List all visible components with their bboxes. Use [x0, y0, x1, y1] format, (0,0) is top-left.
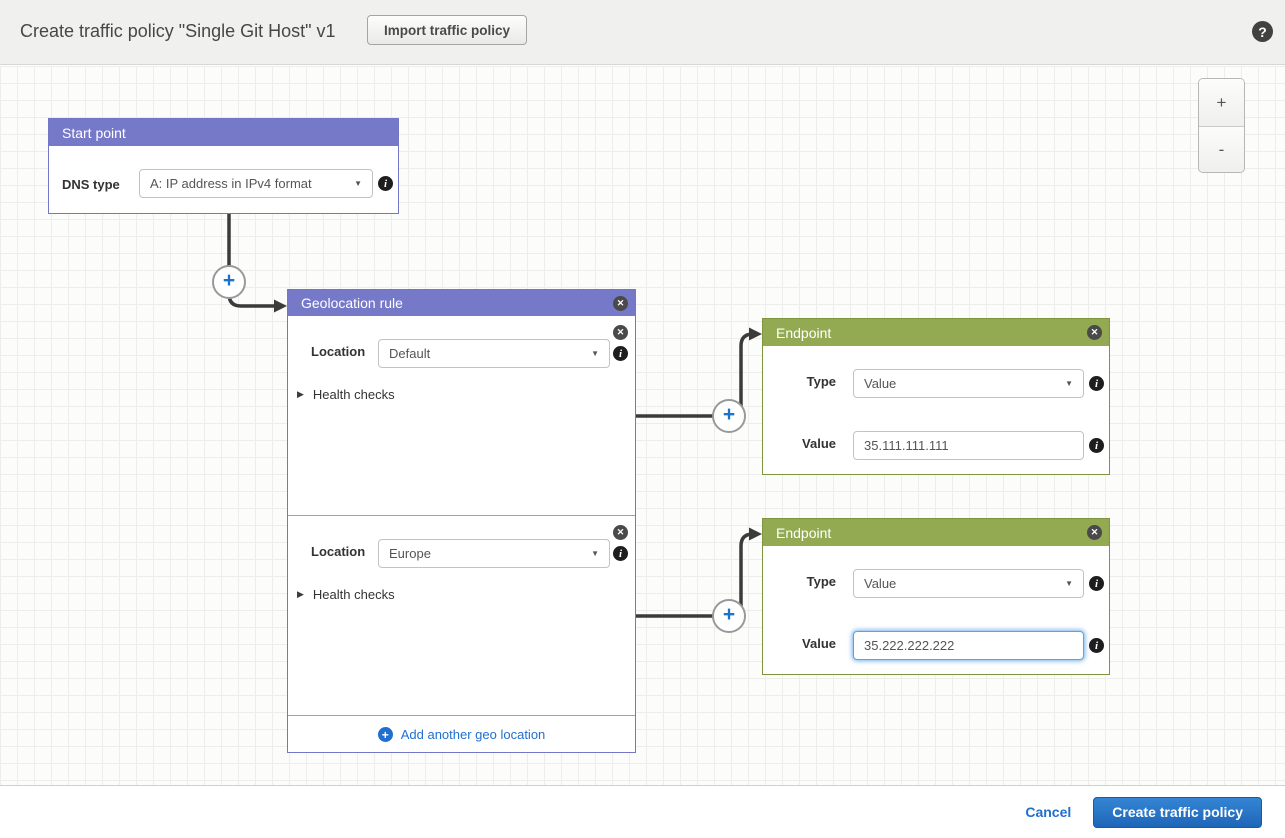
endpoint-type-selected-value: Value — [864, 576, 897, 591]
geo-section-default: ✕ Location Default ▼ i ▶ Health checks — [288, 316, 635, 515]
expander-triangle-icon: ▶ — [297, 389, 304, 399]
create-traffic-policy-button[interactable]: Create traffic policy — [1093, 796, 1262, 828]
location-info-icon[interactable]: i — [613, 346, 628, 361]
dns-type-label: DNS type — [62, 177, 120, 192]
add-rule-connector-button[interactable]: + — [212, 265, 246, 299]
dns-type-info-icon[interactable]: i — [378, 176, 393, 191]
dns-type-selected-value: A: IP address in IPv4 format — [150, 176, 312, 191]
close-icon[interactable]: ✕ — [1087, 325, 1102, 340]
endpoint-header: Endpoint ✕ — [763, 519, 1109, 546]
endpoint-value-input-focused[interactable] — [853, 631, 1084, 660]
chevron-down-icon: ▼ — [1065, 379, 1073, 388]
canvas-zoom-controls: + - — [1198, 78, 1245, 173]
geolocation-rule-header: Geolocation rule ✕ — [288, 290, 635, 316]
close-icon[interactable]: ✕ — [1087, 525, 1102, 540]
location-selected-value: Europe — [389, 546, 431, 561]
plus-icon: + — [377, 727, 393, 742]
chevron-down-icon: ▼ — [354, 179, 362, 188]
type-label: Type — [806, 574, 836, 589]
close-icon[interactable]: ✕ — [613, 525, 628, 540]
endpoint-header: Endpoint ✕ — [763, 319, 1109, 346]
endpoint-node-2: Endpoint ✕ Type Value ▼ i Value i — [762, 518, 1110, 675]
value-info-icon[interactable]: i — [1089, 438, 1104, 453]
dns-type-select[interactable]: A: IP address in IPv4 format ▼ — [139, 169, 373, 198]
type-label: Type — [806, 374, 836, 389]
chevron-down-icon: ▼ — [1065, 579, 1073, 588]
geo-section-europe: ✕ Location Europe ▼ i ▶ Health checks — [288, 515, 635, 715]
close-icon[interactable]: ✕ — [613, 296, 628, 311]
endpoint-type-selected-value: Value — [864, 376, 897, 391]
expander-triangle-icon: ▶ — [297, 589, 304, 599]
endpoint-title: Endpoint — [776, 524, 832, 541]
value-label: Value — [802, 636, 836, 651]
start-point-title: Start point — [62, 124, 126, 141]
geolocation-rule-node: Geolocation rule ✕ ✕ Location Default ▼ … — [287, 289, 636, 753]
endpoint-type-select[interactable]: Value ▼ — [853, 369, 1084, 398]
zoom-out-button[interactable]: - — [1199, 126, 1244, 172]
endpoint-type-select[interactable]: Value ▼ — [853, 569, 1084, 598]
type-info-icon[interactable]: i — [1089, 576, 1104, 591]
chevron-down-icon: ▼ — [591, 349, 599, 358]
value-label: Value — [802, 436, 836, 451]
health-checks-expander[interactable]: ▶ Health checks — [297, 587, 395, 602]
geolocation-rule-title: Geolocation rule — [301, 295, 403, 311]
add-geo-location-link[interactable]: + Add another geo location — [288, 715, 635, 753]
zoom-in-button[interactable]: + — [1199, 79, 1244, 126]
cancel-link[interactable]: Cancel — [1025, 804, 1072, 820]
location-select[interactable]: Default ▼ — [378, 339, 610, 368]
location-select[interactable]: Europe ▼ — [378, 539, 610, 568]
location-info-icon[interactable]: i — [613, 546, 628, 561]
action-bar: Cancel Create traffic policy — [0, 785, 1285, 838]
location-selected-value: Default — [389, 346, 431, 361]
start-point-header: Start point — [49, 119, 398, 146]
endpoint-title: Endpoint — [776, 324, 832, 341]
location-label: Location — [311, 544, 366, 559]
add-endpoint-connector-button[interactable]: + — [712, 599, 746, 633]
health-checks-label: Health checks — [312, 387, 395, 402]
start-point-node: Start point DNS type A: IP address in IP… — [48, 118, 399, 214]
import-traffic-policy-button[interactable]: Import traffic policy — [367, 15, 528, 45]
help-icon[interactable]: ? — [1252, 21, 1273, 42]
topbar: Create traffic policy "Single Git Host" … — [0, 0, 1285, 65]
endpoint-node-1: Endpoint ✕ Type Value ▼ i Value i — [762, 318, 1110, 475]
close-icon[interactable]: ✕ — [613, 325, 628, 340]
health-checks-expander[interactable]: ▶ Health checks — [297, 387, 395, 402]
type-info-icon[interactable]: i — [1089, 376, 1104, 391]
endpoint-value-input[interactable] — [853, 431, 1084, 460]
add-geo-location-label: Add another geo location — [400, 727, 546, 742]
chevron-down-icon: ▼ — [591, 549, 599, 558]
location-label: Location — [311, 344, 366, 359]
page-title: Create traffic policy "Single Git Host" … — [20, 21, 336, 41]
value-info-icon[interactable]: i — [1089, 638, 1104, 653]
add-endpoint-connector-button[interactable]: + — [712, 399, 746, 433]
health-checks-label: Health checks — [312, 587, 395, 602]
